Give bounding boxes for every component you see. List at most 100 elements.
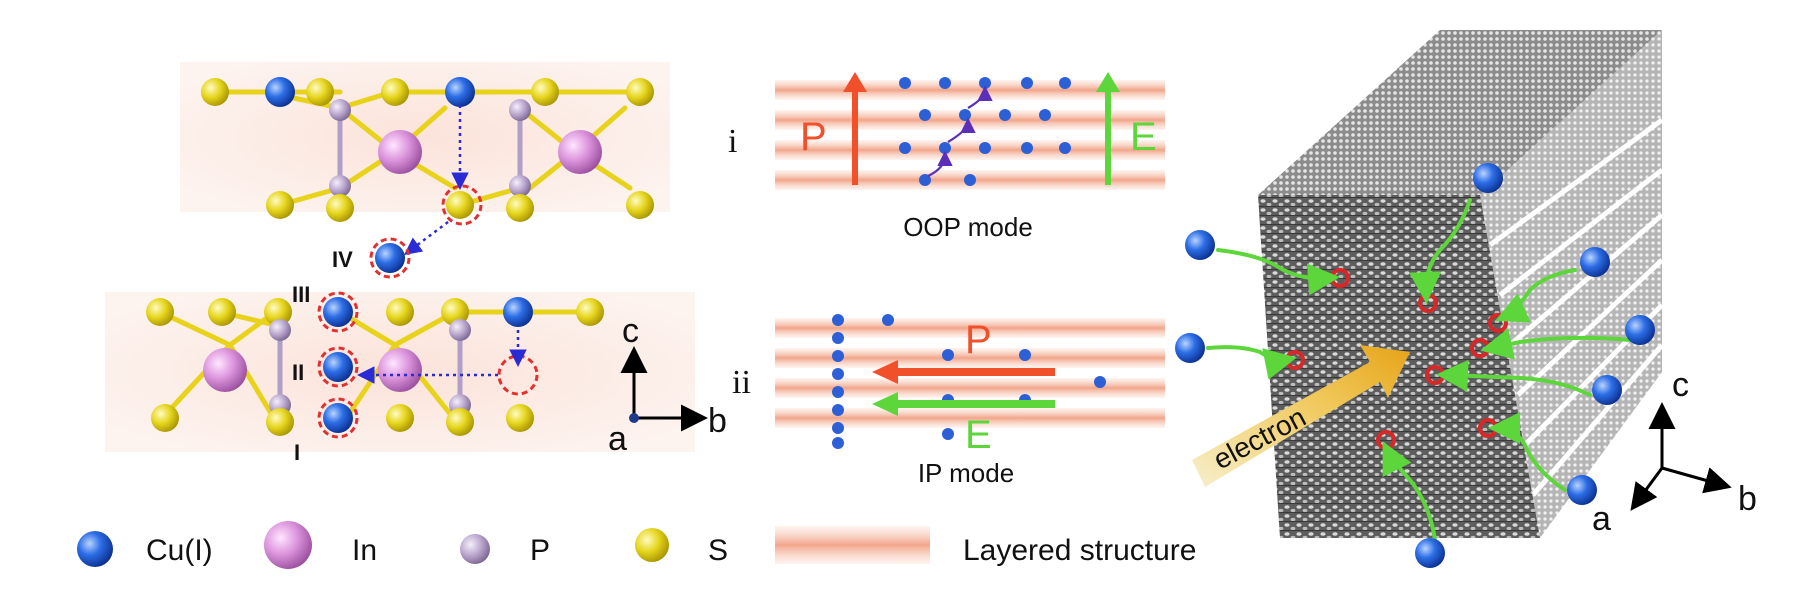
lower-layer-p-bonds	[277, 330, 463, 405]
s-atom	[208, 298, 236, 326]
s-atom	[386, 404, 414, 432]
site-label-ii: II	[292, 360, 304, 385]
s-atom	[441, 298, 469, 326]
p-atom	[449, 319, 471, 341]
s-atom	[446, 191, 474, 219]
cu-ion-site-ii	[323, 352, 353, 382]
axis-label-a: a	[608, 420, 627, 458]
ip-polarization-arrowhead	[872, 360, 898, 384]
legend-label-layered: Layered structure	[963, 534, 1196, 567]
p-atom	[329, 99, 351, 121]
ip-roman-label: ii	[732, 364, 751, 401]
oop-field-label: E	[1130, 115, 1157, 159]
s-atom	[506, 194, 534, 222]
s-atom	[446, 408, 474, 436]
s-atom	[146, 298, 174, 326]
cube-axis-label-b: b	[1738, 480, 1757, 518]
in-atom	[378, 348, 422, 392]
legend-label-cu: Cu(I)	[146, 534, 213, 567]
cube-cu-ions	[1175, 163, 1655, 568]
p-atom	[509, 99, 531, 121]
cu-ion	[265, 77, 295, 107]
cu-ion	[1580, 247, 1610, 277]
ip-field-arrowhead	[872, 392, 898, 416]
s-atom	[306, 78, 334, 106]
ip-mode-panel: P E ii IP mode	[732, 314, 1165, 488]
cube-axes: c b a	[1592, 366, 1757, 538]
s-atom	[386, 298, 414, 326]
s-atom	[151, 404, 179, 432]
legend-label-s: S	[708, 534, 728, 567]
oop-polarization-label: P	[800, 115, 827, 159]
cu-ion-site-iii	[323, 297, 353, 327]
site-label-iii: III	[292, 282, 310, 307]
s-atom	[506, 404, 534, 432]
highlight-ring	[497, 354, 539, 396]
ip-polarization-label: P	[965, 318, 992, 362]
cube-top-face	[1258, 30, 1662, 195]
legend-label-p: P	[530, 534, 550, 567]
in-atom	[558, 130, 602, 174]
site-label-i: I	[294, 440, 300, 465]
cu-ion	[1592, 375, 1622, 405]
s-atom	[531, 78, 559, 106]
cu-ion	[503, 297, 533, 327]
cu-ion	[1185, 230, 1215, 260]
ip-mode-label: IP mode	[918, 458, 1014, 488]
s-atom	[326, 194, 354, 222]
axis-label-c: c	[622, 312, 639, 350]
oop-field-arrowhead	[1096, 72, 1120, 92]
cu-ion-icon	[77, 531, 113, 567]
s-atom	[626, 191, 654, 219]
legend-label-in: In	[352, 534, 377, 567]
cube-panel: electron	[1175, 30, 1757, 568]
cu-ion	[1415, 538, 1445, 568]
s-atom	[626, 78, 654, 106]
highlight-ring	[317, 397, 359, 439]
layer-band-icon	[775, 526, 930, 564]
legend: Cu(I) In P S Layered structure	[77, 521, 1196, 569]
lower-layer-atoms	[146, 297, 604, 436]
in-atom	[378, 130, 422, 174]
oop-mode-label: OOP mode	[903, 212, 1033, 242]
crystal-structure-panel: IV	[105, 62, 727, 465]
oop-hop-arrows	[927, 85, 993, 177]
oop-mode-panel: P E i OOP mode	[728, 72, 1165, 242]
p-atom	[509, 175, 531, 197]
axis-label-b: b	[708, 402, 727, 440]
oop-cu-ions	[899, 77, 1071, 186]
in-atom-icon	[264, 521, 312, 569]
s-atom	[266, 408, 294, 436]
cu-ion-site-iv	[375, 243, 405, 273]
ip-field-label: E	[965, 413, 992, 457]
upper-layer-p-bonds	[337, 108, 523, 188]
upper-layer-atoms	[201, 77, 654, 222]
cu-ion	[1567, 475, 1597, 505]
cu-ion	[445, 77, 475, 107]
cu-ion-site-i	[323, 403, 353, 433]
cu-ion	[1625, 315, 1655, 345]
oop-roman-label: i	[728, 123, 737, 160]
p-atom	[329, 175, 351, 197]
electron-beam	[1192, 345, 1410, 487]
cu-ion	[1175, 333, 1205, 363]
in-atom	[203, 348, 247, 392]
s-atom	[264, 298, 292, 326]
s-atom	[381, 78, 409, 106]
highlight-ring	[369, 237, 411, 279]
highlight-ring	[317, 291, 359, 333]
cube-cu-trajectories	[1206, 198, 1632, 542]
cube-axis-label-c: c	[1672, 366, 1689, 404]
cube-side-face	[1480, 30, 1662, 538]
cu-ion	[1473, 163, 1503, 193]
site-label-iv: IV	[332, 247, 353, 272]
migration-path-to-iv	[404, 221, 449, 255]
oop-polarization-arrowhead	[843, 72, 867, 92]
cube-axis-label-a: a	[1592, 500, 1611, 538]
upper-layer-background	[180, 62, 670, 212]
s-atom-icon	[635, 528, 669, 562]
s-atom	[266, 191, 294, 219]
p-atom	[269, 319, 291, 341]
s-atom	[576, 298, 604, 326]
